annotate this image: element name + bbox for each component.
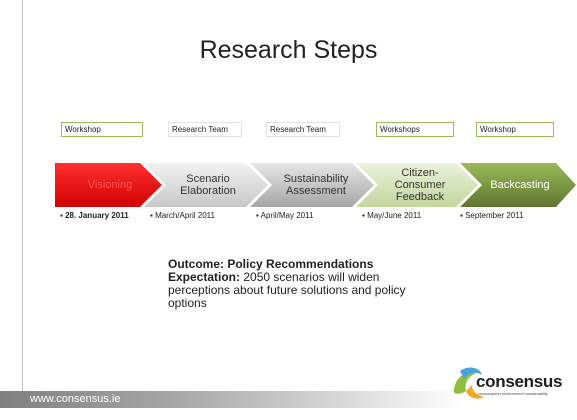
chevron-scenario <box>144 163 268 207</box>
step-label-1: Workshop <box>61 122 143 137</box>
date-1-text: 28. January 2011 <box>65 211 129 220</box>
logo-tagline: consumption environment sustainability <box>478 391 548 396</box>
date-1: ▪ 28. January 2011 <box>60 211 129 220</box>
date-5: ▪ September 2011 <box>460 211 524 220</box>
step-text-scenario: Scenario Elaboration <box>180 173 236 197</box>
date-3-text: April/May 2011 <box>260 211 314 220</box>
step-text-citizen: Citizen-Consumer Feedback <box>394 167 446 203</box>
outcome-heading: Outcome: Policy Recommendations <box>168 257 374 271</box>
outcome-text: Outcome: Policy Recommendations Expectat… <box>168 258 418 310</box>
date-2-text: March/April 2011 <box>155 211 215 220</box>
step-text-sustainability: Sustainability Assessment <box>283 173 349 197</box>
date-4-text: May/June 2011 <box>367 211 422 220</box>
footer-url[interactable]: www.consensus.ie <box>30 393 121 405</box>
slide-frame <box>22 0 577 408</box>
chevron-citizen <box>356 163 478 207</box>
logo-wordmark: consensus <box>476 372 563 391</box>
footer-bar <box>0 391 577 408</box>
chevron-sustainability <box>250 163 374 207</box>
date-2: ▪ March/April 2011 <box>150 211 215 220</box>
date-4: ▪ May/June 2011 <box>362 211 422 220</box>
step-label-2: Research Team <box>168 122 242 137</box>
expectation-label: Expectation: <box>168 270 241 284</box>
date-3: ▪ April/May 2011 <box>256 211 314 220</box>
expectation-text: 2050 scenarios will widen perceptions ab… <box>168 270 406 310</box>
step-label-5: Workshop <box>476 122 554 137</box>
step-text-backcasting: Backcasting <box>490 179 550 191</box>
chevron-backcasting <box>460 163 576 207</box>
chevron-visioning <box>55 163 162 207</box>
step-label-3: Research Team <box>266 122 340 137</box>
slide-title: Research Steps <box>199 36 378 64</box>
date-5-text: September 2011 <box>465 211 524 220</box>
consensus-logo-icon <box>453 367 484 399</box>
step-label-4: Workshops <box>376 122 454 137</box>
step-text-visioning: Visioning <box>87 179 133 191</box>
